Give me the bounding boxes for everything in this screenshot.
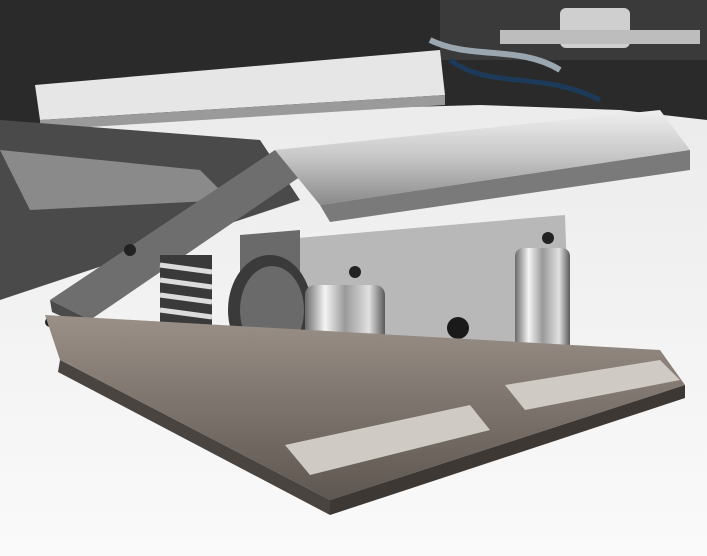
roller-right [515,248,570,358]
base-plate [45,315,685,500]
lever-arm [50,150,310,320]
center-hole [447,317,469,339]
pad-right [505,360,680,410]
pad-left [285,405,490,475]
top-plate [275,110,690,205]
back-rail [35,50,445,120]
